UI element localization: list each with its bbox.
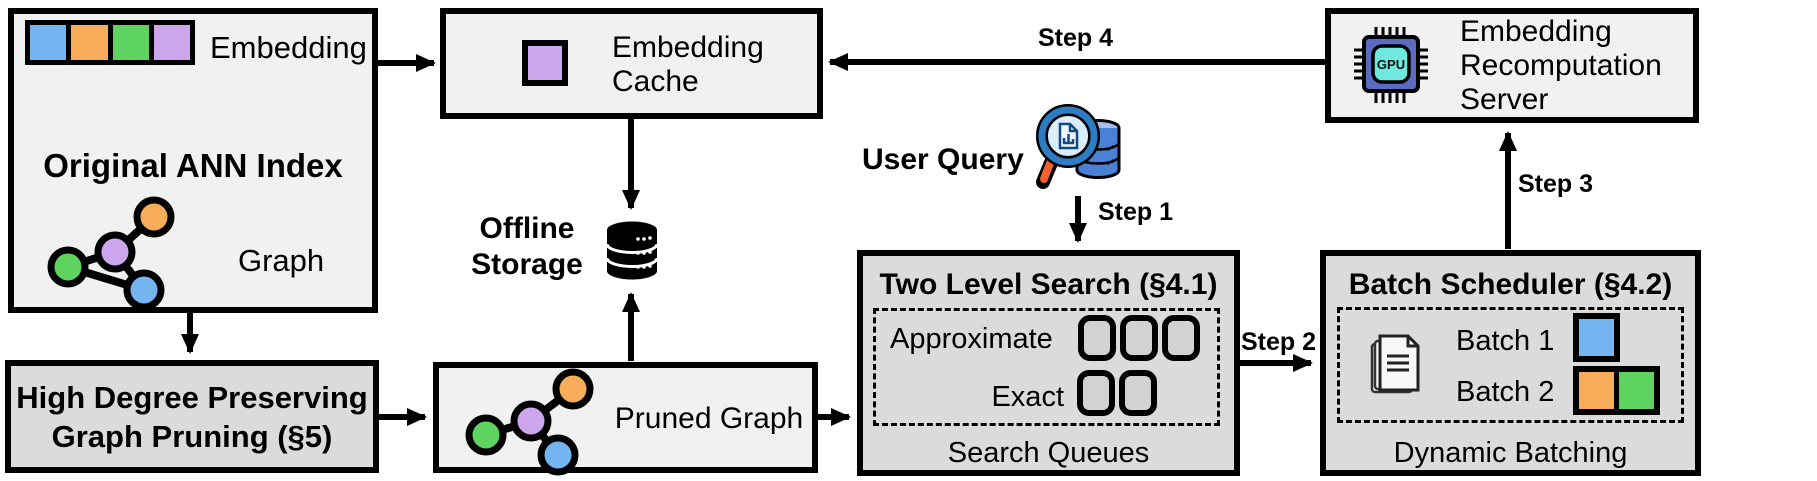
two-level-search-title: Two Level Search (§4.1) bbox=[879, 268, 1218, 301]
batch-scheduler-title: Batch Scheduler (§4.2) bbox=[1348, 268, 1673, 301]
search-queues-panel: Approximate Exact bbox=[873, 308, 1220, 426]
user-query-label: User Query bbox=[862, 143, 1024, 176]
database-icon bbox=[605, 221, 659, 280]
search-queues-label: Search Queues bbox=[947, 437, 1150, 469]
recomputation-server-label: Embedding Recomputation Server bbox=[1460, 15, 1662, 116]
embedding-vector-icon bbox=[25, 20, 195, 65]
embedding-cache-box: Embedding Cache bbox=[440, 8, 823, 119]
embedding-cell-purple bbox=[153, 25, 190, 60]
approximate-label: Approximate bbox=[890, 323, 1053, 355]
step4-label: Step 4 bbox=[1038, 24, 1114, 52]
magnifier-database-icon bbox=[1035, 103, 1121, 189]
original-ann-index-box: Embedding Original ANN Index Graph bbox=[8, 8, 378, 313]
approximate-queue-slots bbox=[1078, 315, 1200, 361]
batch1-color-block bbox=[1573, 313, 1620, 362]
recomputation-server-box: GPU Embedding Recomputation Server bbox=[1325, 8, 1699, 123]
graph-label: Graph bbox=[238, 243, 325, 278]
queue-slot bbox=[1077, 370, 1115, 416]
pruned-graph-label: Pruned Graph bbox=[614, 402, 804, 435]
dynamic-batching-panel: Batch 1 Batch 2 bbox=[1337, 307, 1684, 423]
ann-index-title: Original ANN Index bbox=[43, 147, 343, 184]
batch2-color-blocks bbox=[1573, 366, 1660, 415]
offline-storage-label: Offline Storage bbox=[471, 212, 583, 281]
pruned-graph-icon bbox=[465, 368, 594, 476]
step3-label: Step 3 bbox=[1518, 170, 1594, 198]
exact-label: Exact bbox=[991, 381, 1064, 413]
embedding-label: Embedding bbox=[210, 30, 367, 65]
step2-label: Step 2 bbox=[1241, 328, 1317, 356]
graph-pruning-box: High Degree Preserving Graph Pruning (§5… bbox=[5, 360, 379, 473]
batch2-label: Batch 2 bbox=[1456, 376, 1555, 408]
two-level-search-box: Two Level Search (§4.1) Approximate Exac… bbox=[857, 250, 1240, 476]
graph-pruning-title: High Degree Preserving Graph Pruning (§5… bbox=[16, 379, 368, 454]
cached-embedding-icon bbox=[522, 40, 568, 86]
gpu-chip-text: GPU bbox=[1377, 57, 1405, 72]
graph-icon bbox=[47, 196, 175, 311]
exact-queue-slots bbox=[1077, 370, 1157, 416]
batch2-cell-orange bbox=[1579, 372, 1614, 409]
embedding-cache-label: Embedding Cache bbox=[612, 31, 764, 98]
embedding-cell-blue bbox=[30, 25, 67, 60]
embedding-cell-orange bbox=[71, 25, 108, 60]
gpu-chip-icon: GPU bbox=[1354, 27, 1428, 103]
documents-icon bbox=[1370, 334, 1420, 394]
queue-slot bbox=[1162, 315, 1200, 361]
queue-slot bbox=[1120, 315, 1158, 361]
queue-slot bbox=[1078, 315, 1116, 361]
queue-slot bbox=[1119, 370, 1157, 416]
dynamic-batching-label: Dynamic Batching bbox=[1393, 437, 1628, 469]
batch-scheduler-box: Batch Scheduler (§4.2) Batch 1 Batch 2 D… bbox=[1320, 250, 1701, 476]
step1-label: Step 1 bbox=[1098, 198, 1174, 226]
embedding-cell-green bbox=[112, 25, 149, 60]
batch1-label: Batch 1 bbox=[1456, 325, 1555, 357]
batch2-cell-green bbox=[1619, 372, 1654, 409]
pruned-graph-box: Pruned Graph bbox=[433, 362, 818, 476]
